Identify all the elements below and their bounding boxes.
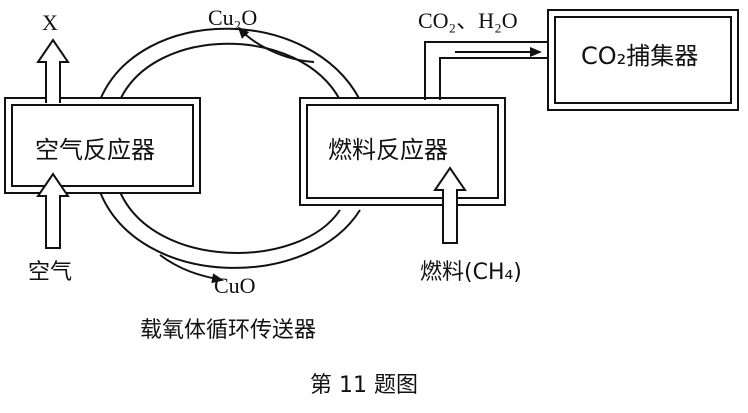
fuel-input-label: 燃料(CH₄) [420,260,522,285]
upper-loop-channel [99,26,361,101]
lower-loop-channel [99,191,361,284]
fuel-input-arrow [433,166,467,244]
air-input-arrow [36,172,70,249]
cu2o-label: Cu₂O [208,5,258,30]
air-reactor-label: 空气反应器 [35,136,155,164]
x-output-label: X [42,10,58,35]
figure-caption: 第 11 题图 [310,373,418,398]
air-reactor-box [4,97,201,194]
cuo-flow-arrow [159,254,224,284]
fuel-reactor-box [299,97,506,206]
cuo-label: CuO [214,273,256,298]
x-output-arrow [36,38,70,103]
product-pipe [424,41,548,100]
loop-caption: 载氧体循环传送器 [140,318,317,343]
fuel-reactor-label: 燃料反应器 [328,136,448,164]
co2-capture-label: CO₂捕集器 [581,42,699,70]
co2-capture-box [547,9,739,111]
cu2o-flow-arrow [237,26,315,63]
products-label: CO₂、H₂O [418,8,518,33]
air-input-label: 空气 [28,260,73,285]
